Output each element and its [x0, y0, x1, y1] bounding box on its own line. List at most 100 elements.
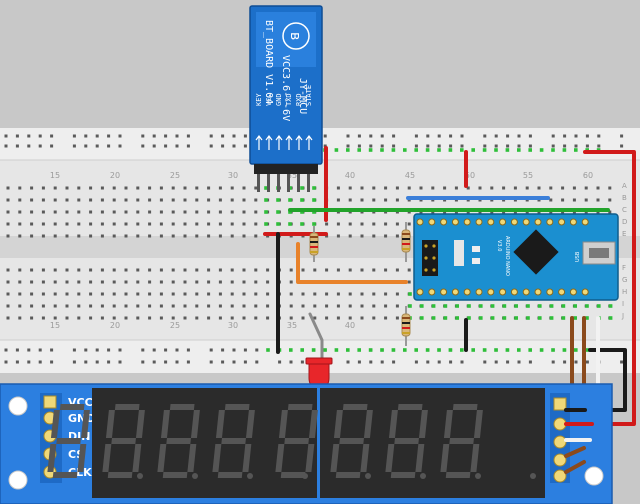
rail-hole: [392, 144, 396, 148]
nano-pin: [546, 288, 554, 296]
segment: [77, 444, 87, 472]
breadboard-hole: [136, 316, 140, 320]
breadboard-hole: [171, 280, 175, 284]
breadboard-hole: [30, 292, 34, 296]
segment: [190, 410, 200, 438]
digit: [212, 404, 308, 479]
connected-hole: [526, 304, 530, 308]
bt-header-pins: [254, 164, 318, 192]
breadboard-hole: [572, 186, 576, 190]
breadboard-hole: [41, 198, 45, 202]
breadboard-hole: [266, 292, 270, 296]
rail-hole: [323, 134, 327, 138]
orange-wire[interactable]: [296, 242, 408, 284]
breadboard-hole: [65, 316, 69, 320]
breadboard-hole: [195, 234, 199, 238]
breadboard-hole: [325, 292, 329, 296]
rail-hole: [221, 348, 225, 352]
column-label: 30: [228, 321, 238, 330]
breadboard-hole: [124, 280, 128, 284]
breadboard-hole: [171, 198, 175, 202]
resistor-band: [310, 241, 318, 243]
resistor-3[interactable]: [401, 306, 411, 346]
segment: [397, 404, 423, 410]
rail-hole: [278, 360, 282, 364]
breadboard-hole: [53, 316, 57, 320]
breadboard-hole: [183, 222, 187, 226]
rail-hole: [95, 360, 99, 364]
rail-hole: [27, 144, 31, 148]
breadboard-hole: [195, 268, 199, 272]
connected-hole: [479, 316, 483, 320]
segment: [473, 410, 483, 438]
connected-hole: [455, 304, 459, 308]
connected-hole: [414, 348, 418, 352]
rail-hole: [380, 144, 384, 148]
header-pin: [267, 174, 270, 192]
breadboard-hole: [360, 222, 364, 226]
rail-hole: [369, 144, 373, 148]
breadboard-hole: [112, 268, 116, 272]
segment: [114, 404, 140, 410]
connected-hole: [551, 348, 555, 352]
breadboard-hole: [148, 234, 152, 238]
connected-hole: [346, 348, 350, 352]
breadboard-hole: [136, 268, 140, 272]
rail-hole: [4, 360, 8, 364]
breadboard-hole: [348, 316, 352, 320]
breadboard-hole: [171, 316, 175, 320]
nano-pin: [569, 218, 577, 226]
breadboard-hole: [18, 304, 22, 308]
segment: [278, 410, 288, 438]
rail-hole: [426, 360, 430, 364]
resistors[interactable]: [309, 222, 411, 346]
connected-hole: [538, 304, 542, 308]
reset-button[interactable]: [454, 240, 464, 266]
connected-hole: [502, 316, 507, 320]
resistor-1[interactable]: [309, 226, 319, 262]
breadboard-hole: [230, 210, 234, 214]
breadboard-hole: [384, 316, 388, 320]
breadboard-hole: [195, 316, 199, 320]
breadboard-hole: [159, 292, 163, 296]
connected-hole: [264, 210, 268, 214]
breadboard-hole: [53, 304, 57, 308]
seven-segment-display-module[interactable]: VCC GND DIN CS CLK: [0, 383, 613, 504]
segment: [445, 472, 471, 478]
nano-pin: [451, 288, 459, 296]
rail-hole: [426, 144, 430, 148]
digit: [385, 404, 481, 479]
connected-hole: [517, 148, 521, 152]
breadboard-hole: [18, 186, 22, 190]
breadboard-hole: [18, 268, 22, 272]
breadboard-hole: [431, 186, 435, 190]
breadboard-hole: [136, 186, 140, 190]
breadboard-hole: [230, 186, 234, 190]
breadboard-hole: [148, 280, 152, 284]
breadboard-hole: [325, 268, 329, 272]
breadboard-hole: [6, 280, 10, 284]
rail-hole: [597, 144, 601, 148]
connected-hole: [408, 304, 412, 308]
segment: [415, 444, 425, 472]
breadboard-hole: [218, 268, 222, 272]
round-pad: [553, 453, 567, 467]
breadboard-hole: [148, 186, 152, 190]
nano-pin: [558, 218, 566, 226]
breadboard-hole: [466, 186, 470, 190]
breadboard-hole: [30, 316, 34, 320]
breadboard-hole: [112, 186, 116, 190]
breadboard-hole: [549, 198, 553, 202]
resistor-2[interactable]: [401, 222, 411, 262]
connected-hole: [443, 316, 448, 320]
segment: [217, 472, 243, 478]
red-led[interactable]: [305, 357, 333, 389]
rail-hole: [50, 348, 54, 352]
breadboard-hole: [207, 222, 211, 226]
arduino-nano[interactable]: ARDUINO NANO V3.0 USB: [413, 213, 619, 301]
rail-hole: [141, 144, 145, 148]
red-wire-display-vcc[interactable]: [583, 150, 636, 426]
breadboard-hole: [325, 234, 329, 238]
breadboard-hole: [218, 304, 222, 308]
